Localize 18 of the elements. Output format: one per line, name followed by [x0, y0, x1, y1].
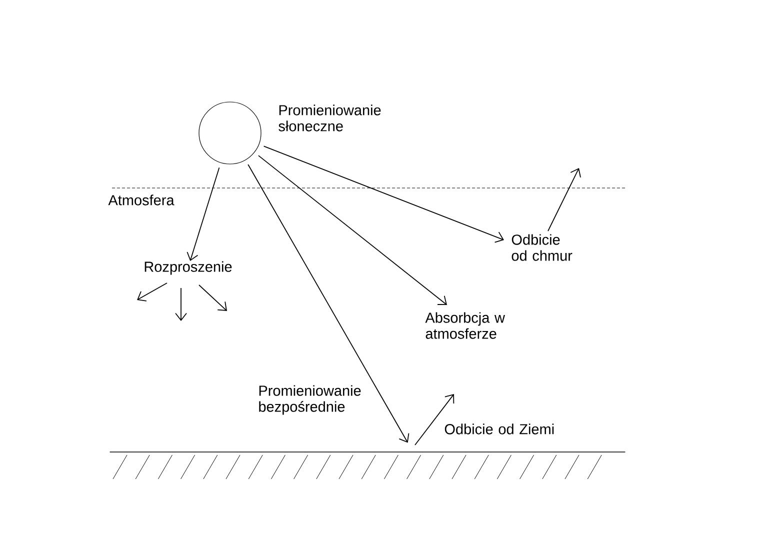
ground-drawing: [109, 452, 626, 480]
arrow: [263, 146, 504, 243]
edge-label: Odbicie od Ziemi: [444, 424, 554, 434]
edge-label: Promieniowanie bezpośrednie: [259, 385, 361, 415]
process-label: Odbicie od chmur: [512, 234, 572, 261]
arrow: [248, 164, 410, 443]
sun-label: Promieniowanie słoneczne: [278, 104, 381, 132]
arrow: [198, 284, 227, 311]
arrow: [186, 167, 220, 262]
arrow: [548, 168, 581, 232]
atmosphere-label: Atmosfera: [108, 194, 174, 206]
arrow: [258, 155, 447, 305]
process-label: Rozproszenie: [144, 261, 232, 275]
arrow: [414, 394, 454, 446]
sun-circle: [198, 102, 262, 164]
arrow: [137, 282, 168, 302]
process-label: Absorbcja w atmosferze: [425, 312, 505, 339]
arrow: [175, 288, 187, 321]
